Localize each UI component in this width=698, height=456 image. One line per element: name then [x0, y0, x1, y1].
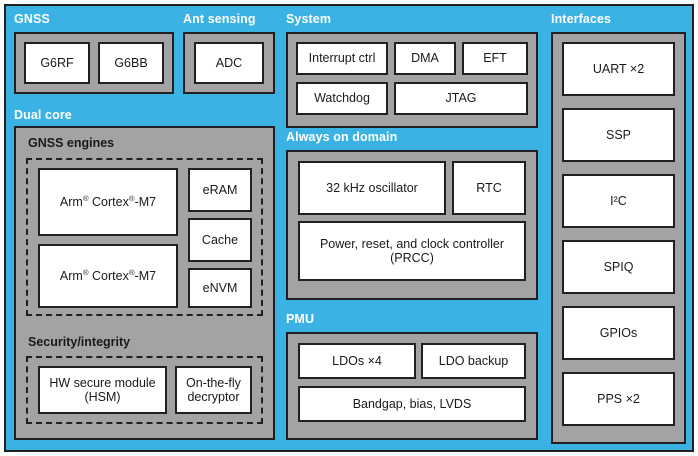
block-32khz-oscillator: 32 kHz oscillator	[298, 161, 446, 215]
group-always-on-domain: Always on domain 32 kHz oscillator RTC P…	[286, 128, 538, 302]
block-g6bb: G6BB	[98, 42, 164, 84]
group-ant-sensing-title: Ant sensing	[183, 12, 256, 26]
block-eram: eRAM	[188, 168, 252, 212]
block-ssp: SSP	[562, 108, 675, 162]
block-hw-secure-module: HW secure module (HSM)	[38, 366, 167, 414]
group-dual-core-title: Dual core	[14, 108, 72, 122]
group-pmu-title: PMU	[286, 312, 315, 326]
subgroup-gnss-engines-title: GNSS engines	[28, 136, 115, 150]
subgroup-gnss-engines-dashed-border	[26, 158, 263, 316]
group-gnss: GNSS G6RF G6BB	[14, 10, 174, 100]
group-interfaces: Interfaces UART ×2 SSP I²C SPIQ GPIOs PP…	[551, 10, 686, 444]
block-arm-cortex-m7-core-1: Arm® Cortex®-M7	[38, 244, 178, 308]
block-cache: Cache	[188, 218, 252, 262]
group-pmu: PMU LDOs ×4 LDO backup Bandgap, bias, LV…	[286, 310, 538, 440]
group-interfaces-title: Interfaces	[551, 12, 612, 26]
block-envm: eNVM	[188, 268, 252, 308]
block-on-the-fly-decryptor: On-the-fly decryptor	[175, 366, 252, 414]
block-bandgap-bias-lvds: Bandgap, bias, LVDS	[298, 386, 526, 422]
block-eft: EFT	[462, 42, 528, 75]
subgroup-security-integrity-title: Security/integrity	[28, 335, 131, 349]
block-spiq: SPIQ	[562, 240, 675, 294]
block-dma: DMA	[394, 42, 456, 75]
group-gnss-title: GNSS	[14, 12, 50, 26]
block-i2c: I²C	[562, 174, 675, 228]
block-arm-cortex-m7-core-0: Arm® Cortex®-M7	[38, 168, 178, 236]
block-adc: ADC	[194, 42, 264, 84]
block-ldos: LDOs ×4	[298, 343, 416, 379]
group-always-on-domain-title: Always on domain	[286, 130, 398, 144]
group-system: System Interrupt ctrl DMA EFT Watchdog J…	[286, 10, 538, 128]
block-watchdog: Watchdog	[296, 82, 388, 115]
group-ant-sensing: Ant sensing ADC	[183, 10, 275, 100]
block-pps: PPS ×2	[562, 372, 675, 426]
block-arm-cortex-m7-core-0-label: Arm® Cortex®-M7	[59, 193, 157, 209]
block-jtag: JTAG	[394, 82, 528, 115]
group-system-title: System	[286, 12, 332, 26]
block-gpios: GPIOs	[562, 306, 675, 360]
block-rtc: RTC	[452, 161, 526, 215]
block-interrupt-ctrl: Interrupt ctrl	[296, 42, 388, 75]
block-ldo-backup: LDO backup	[421, 343, 526, 379]
block-g6rf: G6RF	[24, 42, 90, 84]
block-uart: UART ×2	[562, 42, 675, 96]
subgroup-security-integrity-dashed-border	[26, 356, 263, 424]
block-prcc: Power, reset, and clock controller (PRCC…	[298, 221, 526, 281]
block-arm-cortex-m7-core-1-label: Arm® Cortex®-M7	[59, 267, 157, 283]
group-dual-core: Dual core GNSS engines Arm® Cortex®-M7 A…	[14, 106, 275, 440]
